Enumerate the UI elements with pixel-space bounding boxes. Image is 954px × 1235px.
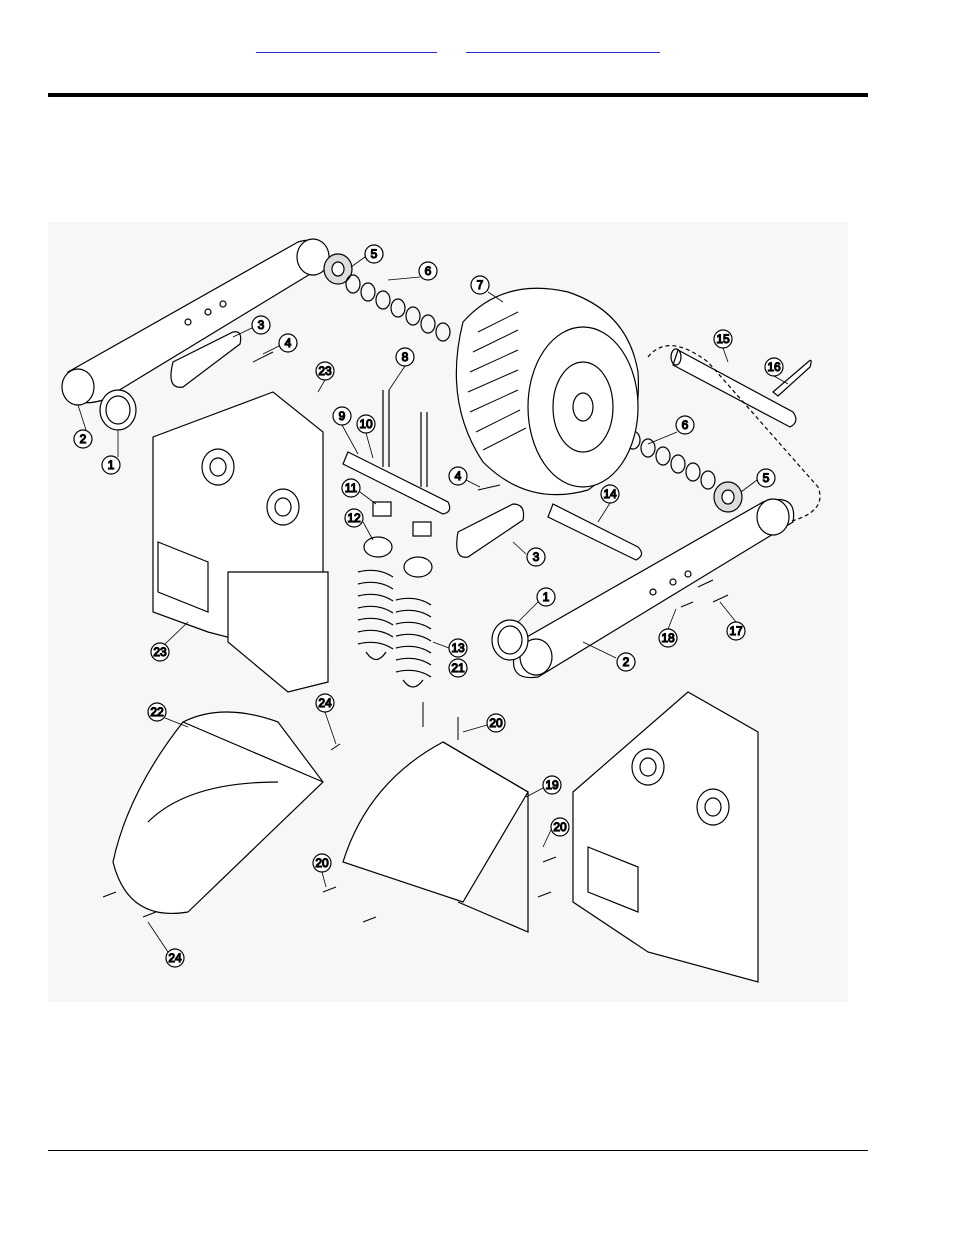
callout-14: 14 [603,487,617,501]
rocker-arm-left [61,238,331,406]
rocker-arm-right [512,498,795,679]
callout-23b: 23 [153,645,167,659]
callout-21: 21 [451,661,465,675]
plate-lower [456,503,525,558]
callout-labels: 1 1 2 2 3 3 4 4 5 5 6 6 7 8 9 10 11 12 1… [73,244,784,968]
callout-7: 7 [477,278,484,292]
callout-12: 12 [347,511,361,525]
callout-17: 17 [729,624,743,638]
callout-24a: 24 [318,696,332,710]
callout-3b: 3 [533,550,540,564]
callout-2b: 2 [623,655,630,669]
callout-5b: 5 [763,471,770,485]
cotter-pin [772,359,812,397]
callout-4a: 4 [285,336,292,350]
header-link-1[interactable] [256,40,437,53]
springs [357,569,432,688]
callout-20b: 20 [553,820,567,834]
axle-shaft [647,345,821,523]
wheel-tire [455,287,640,496]
cross-bar [547,503,643,561]
callout-9: 9 [339,409,346,423]
callout-10: 10 [359,417,373,431]
callout-23a: 23 [318,364,332,378]
callout-4b: 4 [455,469,462,483]
callout-11: 11 [345,481,358,495]
callout-16: 16 [767,360,781,374]
callout-2a: 2 [80,432,87,446]
callout-19: 19 [545,778,559,792]
callout-20c: 20 [315,856,329,870]
callout-18: 18 [661,631,675,645]
header-link-2[interactable] [466,40,660,53]
callout-8: 8 [402,350,409,364]
callout-15: 15 [716,332,730,346]
leader-lines [77,256,789,953]
callout-22: 22 [150,705,164,719]
callout-20a: 20 [489,716,503,730]
callout-5a: 5 [371,247,378,261]
bolt-long-1 [382,390,390,467]
callout-1b: 1 [543,590,550,604]
callout-1a: 1 [108,458,115,472]
fender-19 [342,741,529,933]
frame-housing-left [152,391,329,693]
bolt-long-2 [420,412,428,487]
fender-22 [112,711,324,914]
nut-11 [372,501,392,517]
callout-13: 13 [451,641,465,655]
bottom-rule [48,1150,868,1151]
header-links [0,40,954,56]
exploded-parts-diagram: 1 1 2 2 3 3 4 4 5 5 6 6 7 8 9 10 11 12 1… [48,222,848,1002]
callout-6b: 6 [682,418,689,432]
top-rule [48,93,868,97]
callout-6a: 6 [425,264,432,278]
screws [102,351,729,923]
callout-24b: 24 [168,951,182,965]
plate-upper [170,331,242,388]
pivot-shaft [342,451,451,515]
spring-anchor [363,536,393,558]
callout-3a: 3 [258,318,265,332]
frame-housing-right [572,691,759,983]
washer-stack-upper [345,274,451,342]
